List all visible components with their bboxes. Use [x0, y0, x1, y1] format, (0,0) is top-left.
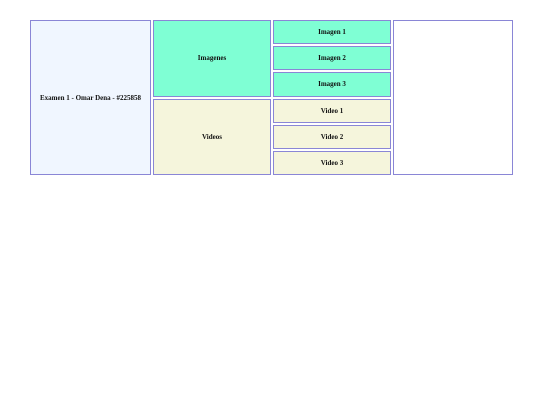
items-column: Imagen 1 Imagen 2 Imagen 3 Video 1 Video…: [273, 20, 391, 176]
page-title: Examen 1 - Omar Dena - #225858: [40, 93, 141, 102]
item-video-3[interactable]: Video 3: [273, 150, 391, 176]
section-imagenes[interactable]: Imagenes: [153, 20, 271, 97]
item-imagen-2-label: Imagen 2: [318, 54, 346, 63]
item-imagen-3-label: Imagen 3: [318, 80, 346, 89]
title-panel: Examen 1 - Omar Dena - #225858: [30, 20, 151, 175]
media-viewer: [393, 20, 513, 175]
section-videos[interactable]: Videos: [153, 98, 271, 175]
item-video-2-label: Video 2: [320, 132, 344, 141]
section-column: Imagenes Videos: [153, 20, 271, 175]
main-layout: Examen 1 - Omar Dena - #225858 Imagenes …: [30, 20, 513, 176]
item-imagen-1-label: Imagen 1: [318, 28, 346, 37]
item-imagen-2[interactable]: Imagen 2: [273, 46, 391, 71]
item-video-1[interactable]: Video 1: [273, 98, 391, 123]
section-imagenes-label: Imagenes: [197, 54, 227, 63]
item-video-1-label: Video 1: [320, 106, 344, 115]
item-video-3-label: Video 3: [320, 158, 344, 167]
section-videos-label: Videos: [202, 132, 222, 141]
item-imagen-3[interactable]: Imagen 3: [273, 72, 391, 97]
item-video-2[interactable]: Video 2: [273, 124, 391, 149]
item-imagen-1[interactable]: Imagen 1: [273, 20, 391, 45]
